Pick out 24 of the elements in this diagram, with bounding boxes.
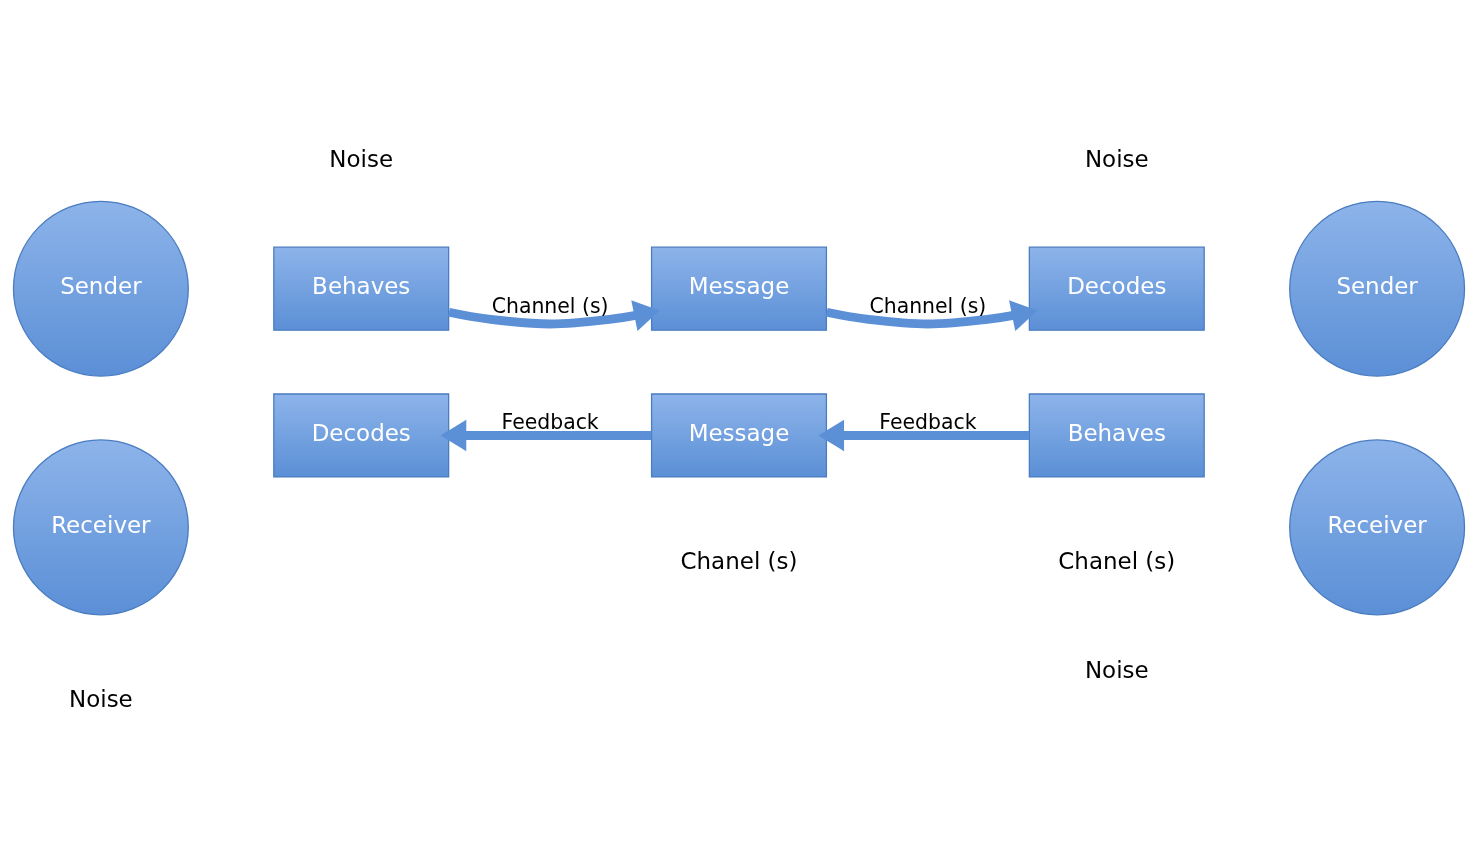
label: Noise xyxy=(69,685,133,712)
edge-label: Feedback xyxy=(501,409,599,434)
node-box: Decodes xyxy=(273,393,450,478)
node-box: Behaves xyxy=(273,246,450,331)
label: Chanel (s) xyxy=(680,547,798,574)
node-circle: Sender xyxy=(12,200,189,377)
edge-label: Feedback xyxy=(879,409,977,434)
label: Noise xyxy=(1084,145,1149,172)
edge-label: Channel (s) xyxy=(869,293,987,318)
node-circle: Receiver xyxy=(12,439,189,616)
edge-label: Channel (s) xyxy=(491,293,609,318)
node-box: Message xyxy=(650,246,828,331)
node-box: Message xyxy=(650,393,828,478)
arrow xyxy=(818,419,1030,452)
arrow xyxy=(448,300,660,332)
node-circle: Receiver xyxy=(1289,439,1466,616)
node-box: Decodes xyxy=(1028,246,1205,331)
node-circle: Sender xyxy=(1289,200,1466,377)
node-box: Behaves xyxy=(1028,393,1205,478)
label: Noise xyxy=(329,145,394,172)
arrow xyxy=(440,419,652,452)
label: Noise xyxy=(1084,657,1149,684)
arrow xyxy=(825,300,1038,332)
label: Chanel (s) xyxy=(1058,547,1176,574)
